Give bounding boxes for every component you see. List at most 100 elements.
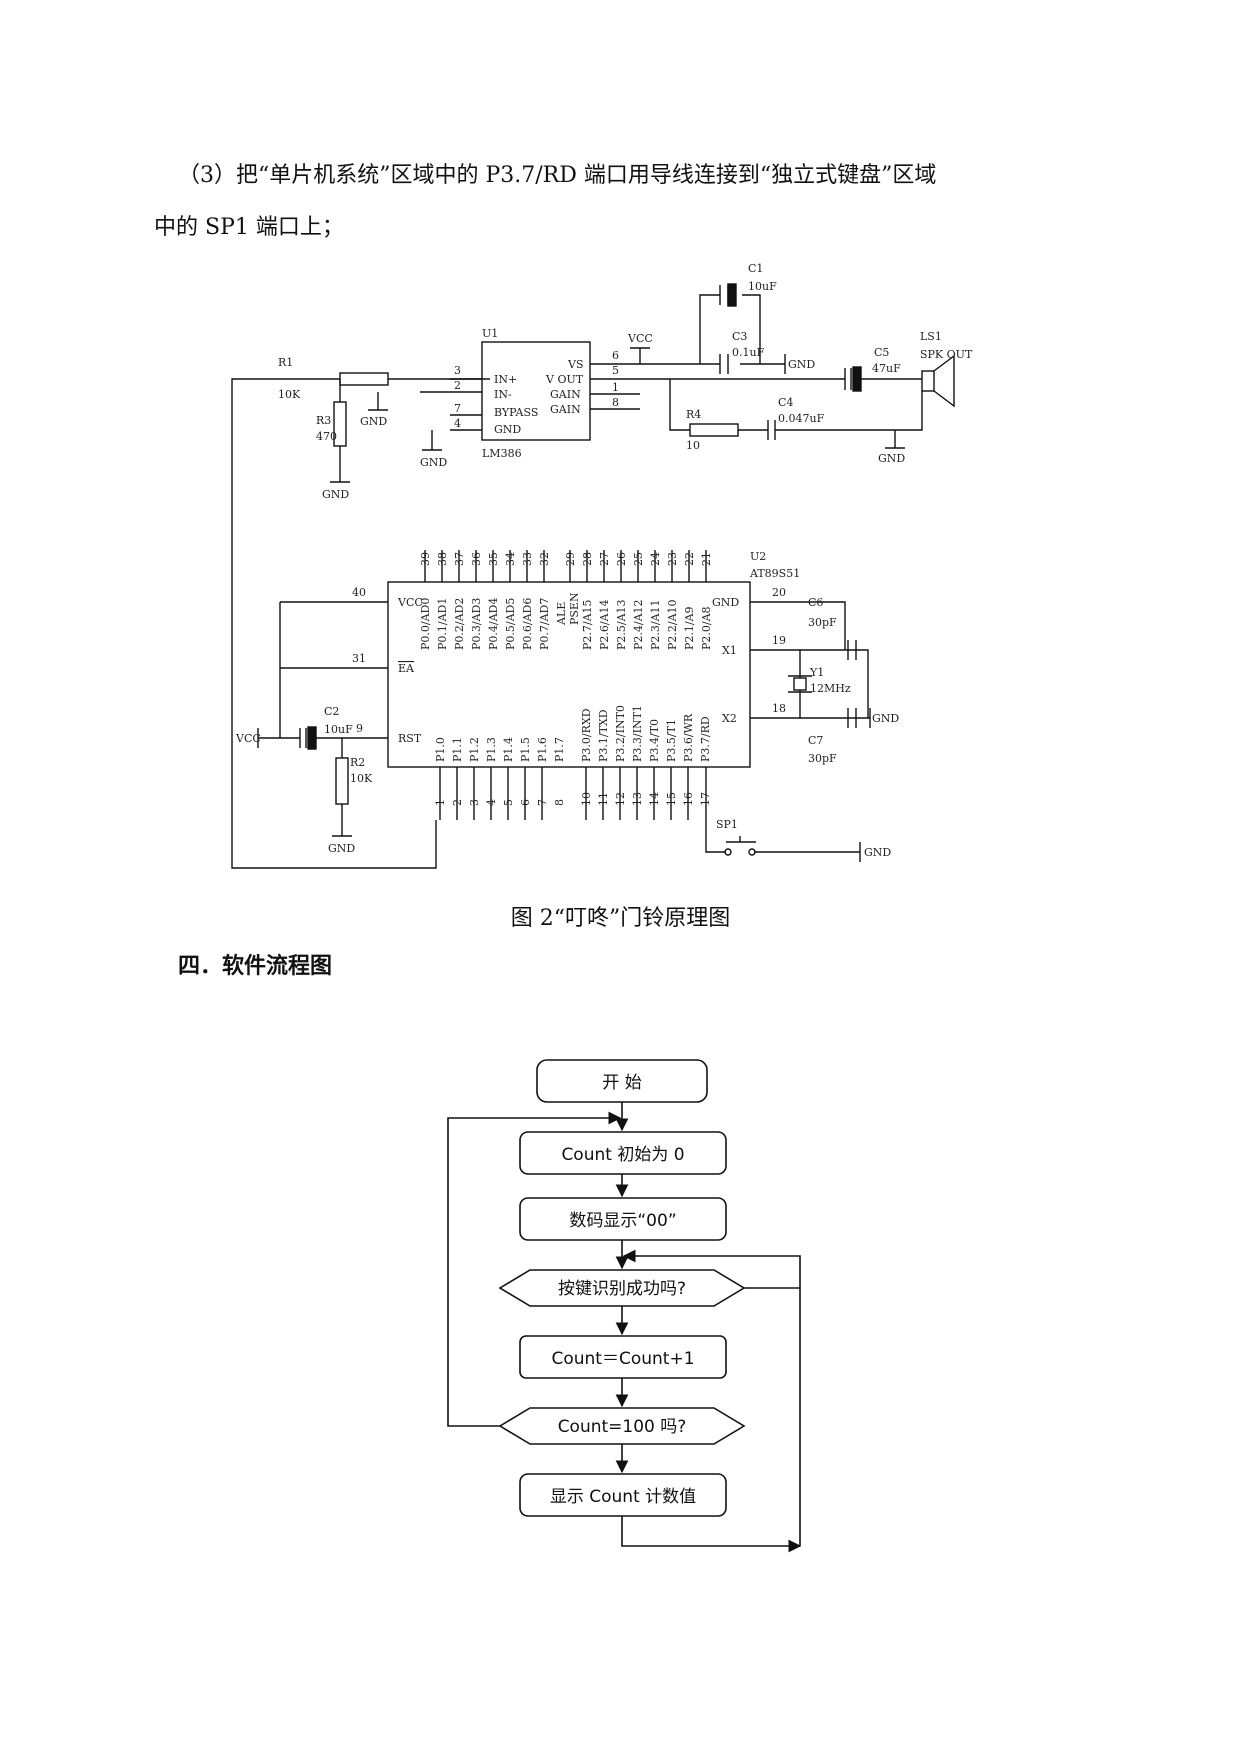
flow-init-box [519, 1131, 727, 1175]
mcu-port1-label: P1.2 [468, 737, 481, 762]
mcu-top-pin-number: 27 [598, 552, 611, 566]
mcu-bottom-pin-number: 2 [451, 799, 464, 806]
mcu-port1-label: P1.3 [485, 737, 498, 762]
c1-value: 10uF [748, 280, 777, 293]
gnd-label: GND [322, 488, 349, 501]
mcu-port0-label: P0.1/AD1 [436, 598, 449, 650]
u1-pin-name: GAIN [550, 403, 581, 416]
mcu-port3-label: P3.5/T1 [665, 719, 678, 762]
gnd-label: GND [360, 415, 387, 428]
c6-value: 30pF [808, 616, 837, 629]
sp1-ref: SP1 [716, 818, 738, 831]
ls1-value: SPK OUT [920, 348, 973, 361]
u1-pin-num: 4 [454, 417, 461, 430]
c6-ref: C6 [808, 596, 823, 609]
u1-pin-name: BYPASS [494, 406, 538, 419]
vcc-label: VCC [627, 332, 653, 345]
mcu-bottom-pin-number: 10 [580, 792, 593, 806]
mcu-port1-label: P1.4 [502, 737, 515, 762]
pin-9-label: 9 [356, 722, 363, 735]
mcu-bottom-pin-number: 15 [665, 792, 678, 806]
u1-pin-name: GAIN [550, 388, 581, 401]
mcu-bottom-pin-number: 17 [699, 792, 712, 806]
r1-value: 10K [278, 388, 301, 401]
mcu-top-pin-number: 28 [581, 552, 594, 566]
mcu-x2-label: X2 [722, 712, 737, 725]
u1-pin-num: 3 [454, 364, 461, 377]
software-flowchart: 开 始 Count 初始为 0 数码显示“00” 按键识别成功吗? Count＝… [447, 1059, 802, 1553]
r2-value: 10K [350, 772, 373, 785]
mcu-bottom-pin-number: 7 [536, 799, 549, 806]
step-text-line-2: 中的 SP1 端口上； [154, 215, 344, 240]
flow-show-count-box [519, 1473, 727, 1517]
gnd-label: GND [864, 846, 891, 859]
mcu-port0-label: P0.6/AD6 [521, 598, 534, 650]
mcu-bottom-pin-number: 11 [597, 792, 610, 806]
gnd-label: GND [420, 456, 447, 469]
r4-value: 10 [686, 439, 700, 452]
figure-caption: 图 2“叮咚”门铃原理图 [510, 906, 731, 931]
pin-31-label: 31 [352, 652, 366, 665]
mcu-top-pin-number: 21 [700, 552, 713, 566]
mcu-bottom-pin-number: 13 [631, 792, 644, 806]
gnd-label: GND [328, 842, 355, 855]
mcu-top-pin-number: 33 [521, 552, 534, 566]
mcu-port2-label: P2.0/A8 [700, 606, 713, 650]
pin-19-label: 19 [772, 634, 786, 647]
ls1-ref: LS1 [920, 330, 942, 343]
mcu-port0-label: P0.5/AD5 [504, 598, 517, 650]
u1-part: LM386 [482, 447, 522, 460]
u1-pin-num: 2 [454, 379, 461, 392]
mcu-port2-label: P2.7/A15 [581, 599, 594, 650]
u1-pin-num: 8 [612, 396, 619, 409]
mcu-top-pin-number: 32 [538, 552, 551, 566]
mcu-port1-label: P1.6 [536, 737, 549, 762]
c4-ref: C4 [778, 396, 793, 409]
mcu-top-pin-number: 37 [453, 552, 466, 566]
mcu-port3-label: P3.6/WR [682, 713, 695, 762]
mcu-bottom-pin-number: 12 [614, 792, 627, 806]
r3-value: 470 [316, 430, 337, 443]
c7-value: 30pF [808, 752, 837, 765]
pin-18-label: 18 [772, 702, 786, 715]
r4-ref: R4 [686, 408, 701, 421]
mcu-port0-label: P0.7/AD7 [538, 598, 551, 650]
mcu-port2-label: P2.2/A10 [666, 599, 679, 650]
mcu-port0-label: P0.0/AD0 [419, 598, 432, 650]
mcu-bottom-pin-number: 3 [468, 799, 481, 806]
u1-pin-name: IN- [494, 388, 512, 401]
mcu-port1-label: P1.5 [519, 737, 532, 762]
flow-display-box [519, 1197, 727, 1241]
mcu-top-pin-number: 29 [564, 552, 577, 566]
mcu-port2-label: P2.4/A12 [632, 599, 645, 650]
pin-40-label: 40 [352, 586, 366, 599]
flow-show-count-label: 显示 Count 计数值 [550, 1487, 696, 1507]
mcu-top-pin-number: 26 [615, 552, 628, 566]
mcu-port2-label: P2.5/A13 [615, 599, 628, 650]
u1-ref: U1 [482, 327, 498, 340]
mcu-port3-label: P3.7/RD [699, 716, 712, 762]
r3-ref: R3 [316, 414, 331, 427]
c3-ref: C3 [732, 330, 747, 343]
mcu-port2-label: P2.3/A11 [649, 599, 662, 650]
flow-display-label: 数码显示“00” [569, 1211, 676, 1231]
mcu-port2-label: P2.6/A14 [598, 599, 611, 650]
c3-value: 0.1uF [732, 346, 765, 359]
mcu-vcc-label: VCC [397, 596, 423, 609]
vcc-label: VCC [235, 732, 261, 745]
flow-init-label: Count 初始为 0 [561, 1145, 684, 1165]
mcu-rst-label: RST [398, 732, 422, 745]
mcu-top-pin-number: 25 [632, 552, 645, 566]
c2-ref: C2 [324, 705, 339, 718]
mcu-bottom-pin-number: 1 [434, 799, 447, 806]
mcu-bottom-pin-number: 4 [485, 799, 498, 806]
u1-pin-num: 5 [612, 364, 619, 377]
flow-key-check-label: 按键识别成功吗? [558, 1279, 686, 1299]
mcu-port1-label: P1.1 [451, 737, 464, 762]
mcu-bottom-pin-number: 14 [648, 792, 661, 806]
doorbell-schematic: U1 LM386 3 2 7 4 IN+ IN- BYPASS GND VS V… [231, 262, 973, 869]
r2-ref: R2 [350, 756, 365, 769]
c5-ref: C5 [874, 346, 889, 359]
mcu-top-pin-number: 24 [649, 552, 662, 566]
